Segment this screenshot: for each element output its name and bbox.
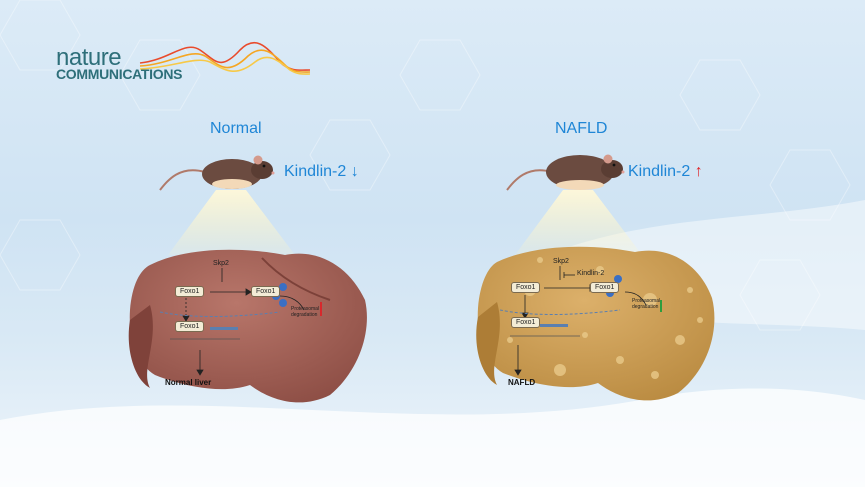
up-arrow-icon: ↑ xyxy=(694,163,703,180)
normal-red-bar xyxy=(320,302,322,316)
normal-foxo1-cytoplasm: Foxo1 xyxy=(175,286,205,297)
logo-communications-word: COMMUNICATIONS xyxy=(56,66,183,82)
background-wave xyxy=(0,388,865,487)
nafld-light-beam xyxy=(515,190,642,255)
nafld-kindlin-text: Kindlin-2 xyxy=(628,163,691,180)
nafld-skp2-label: Skp2 xyxy=(553,258,569,265)
normal-degradation-label: Proteasomal degradation xyxy=(291,306,320,318)
normal-skp2-label: Skp2 xyxy=(213,260,229,267)
logo-nature-word: nature xyxy=(56,44,122,71)
nafld-mouse xyxy=(506,154,625,191)
normal-foxo1-target: Foxo1 xyxy=(251,286,281,297)
normal-pathway xyxy=(182,268,305,376)
nafld-title: NAFLD xyxy=(555,120,608,137)
normal-mouse xyxy=(159,155,275,191)
nafld-foxo1-target: Foxo1 xyxy=(590,282,620,293)
normal-light-beam xyxy=(168,190,295,255)
nafld-foxo1-cytoplasm: Foxo1 xyxy=(511,282,541,293)
normal-ubiquitin xyxy=(272,283,287,307)
nafld-kindlin-inhibitor-label: Kindlin-2 xyxy=(577,270,605,277)
nafld-degradation-label: Proteasomal degradation xyxy=(632,298,661,310)
hexagon-pattern xyxy=(0,0,850,330)
normal-kindlin-text: Kindlin-2 xyxy=(284,163,347,180)
normal-kindlin-label: Kindlin-2 ↓ xyxy=(284,163,359,181)
normal-outcome-label: Normal liver xyxy=(165,378,212,387)
down-arrow-icon: ↓ xyxy=(350,163,359,180)
logo-wave xyxy=(139,41,311,75)
normal-title: Normal xyxy=(210,120,262,137)
nafld-foxo1-nucleus: Foxo1 xyxy=(511,317,541,328)
nafld-kindlin-label: Kindlin-2 ↑ xyxy=(628,163,703,181)
nafld-outcome-label: NAFLD xyxy=(508,378,536,387)
normal-foxo1-nucleus: Foxo1 xyxy=(175,321,205,332)
nafld-green-bar xyxy=(660,300,662,312)
